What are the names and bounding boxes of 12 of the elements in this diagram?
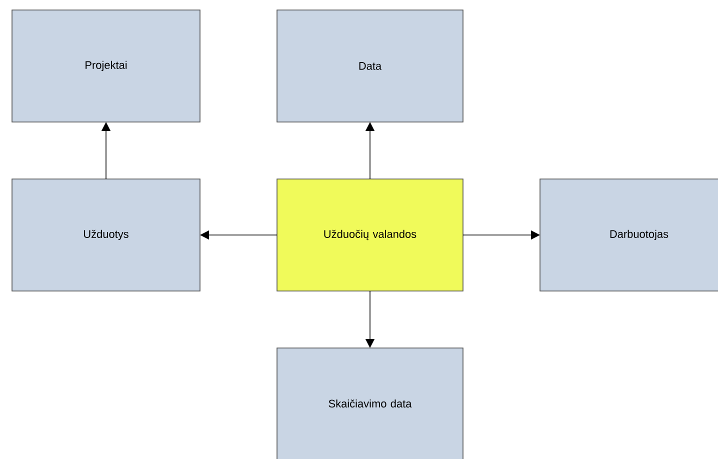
- box-label: Skaičiavimo data: [328, 399, 412, 408]
- entity-box: [276, 10, 464, 122]
- box-label: Užduočių valandos: [324, 230, 416, 240]
- entity-box: [12, 178, 200, 292]
- entity-box: [276, 178, 464, 292]
- entity-box: [12, 10, 200, 122]
- entity-box: [276, 348, 464, 459]
- entity-box: [540, 178, 718, 292]
- box-label: Darbuotojas: [610, 230, 668, 240]
- box-label: Data: [359, 62, 382, 70]
- box-label: Projektai: [86, 60, 127, 72]
- box-label: Užduotys: [84, 230, 128, 240]
